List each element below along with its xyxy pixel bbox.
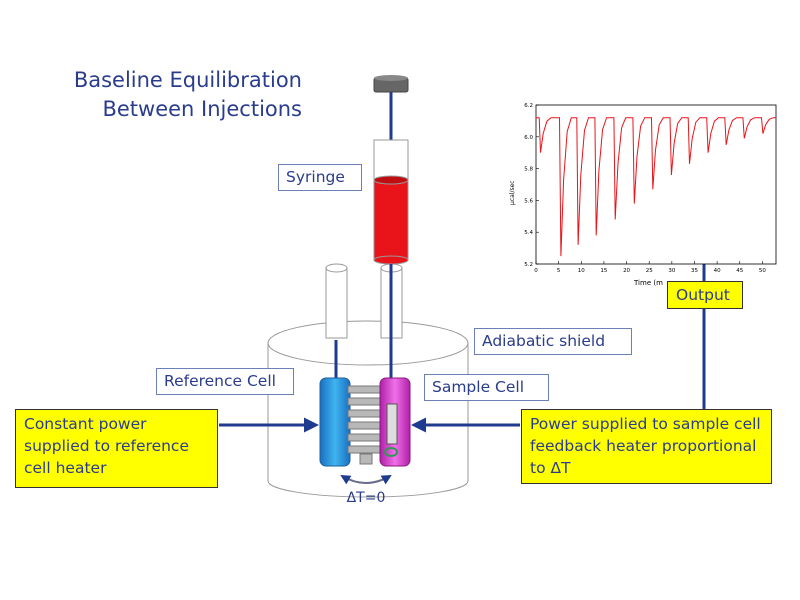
title-line-1: Baseline Equilibration xyxy=(73,68,302,92)
chart-frame xyxy=(535,104,777,265)
x-tick-label: 20 xyxy=(623,268,630,274)
adiabatic-shield xyxy=(267,320,469,498)
y-tick-label: 5.8 xyxy=(524,167,533,173)
sample-cell-label: Sample Cell xyxy=(424,374,549,401)
title-line-2: Between Injections xyxy=(102,97,302,121)
sample-cell xyxy=(379,377,411,467)
reference-cell xyxy=(319,377,351,467)
y-tick-label: 6.0 xyxy=(524,135,533,141)
delta-t-arc xyxy=(340,474,392,485)
reference-heater-callout: Constant power supplied to reference cel… xyxy=(15,409,218,488)
syringe xyxy=(373,75,409,380)
x-tick-label: 30 xyxy=(668,268,675,274)
x-tick-label: 15 xyxy=(600,268,607,274)
syringe-label: Syringe xyxy=(278,164,362,191)
x-tick-label: 50 xyxy=(759,268,766,274)
y-tick-label: 5.6 xyxy=(524,198,533,204)
thermopile xyxy=(347,385,383,465)
x-tick-label: 0 xyxy=(534,268,538,274)
heat-trace xyxy=(536,117,776,257)
x-tick-label: 10 xyxy=(578,268,585,274)
y-tick-label: 5.4 xyxy=(524,230,533,236)
output-chart: 5.2 5.4 5.6 5.8 6.0 6.2 0 5 10 15 20 25 30 35 40 45 50Ti… xyxy=(509,103,777,287)
y-tick-label: 6.2 xyxy=(524,103,533,109)
reference-tube xyxy=(325,263,348,339)
x-tick-label: 45 xyxy=(736,268,743,274)
sample-heater-callout: Power supplied to sample cell feedback h… xyxy=(521,409,772,484)
x-axis-label: Time (m xyxy=(633,279,663,287)
x-tick-label: 5 xyxy=(557,268,561,274)
output-label: Output xyxy=(667,281,743,309)
y-tick-label: 5.2 xyxy=(524,262,533,268)
x-tick-label: 25 xyxy=(646,268,653,274)
adiabatic-shield-label: Adiabatic shield xyxy=(474,328,632,355)
delta-t-label: ΔT=0 xyxy=(347,490,386,506)
reference-cell-label: Reference Cell xyxy=(156,368,294,395)
y-axis-label: µcal/sec xyxy=(509,180,516,205)
x-tick-label: 40 xyxy=(714,268,721,274)
x-tick-label: 35 xyxy=(691,268,698,274)
